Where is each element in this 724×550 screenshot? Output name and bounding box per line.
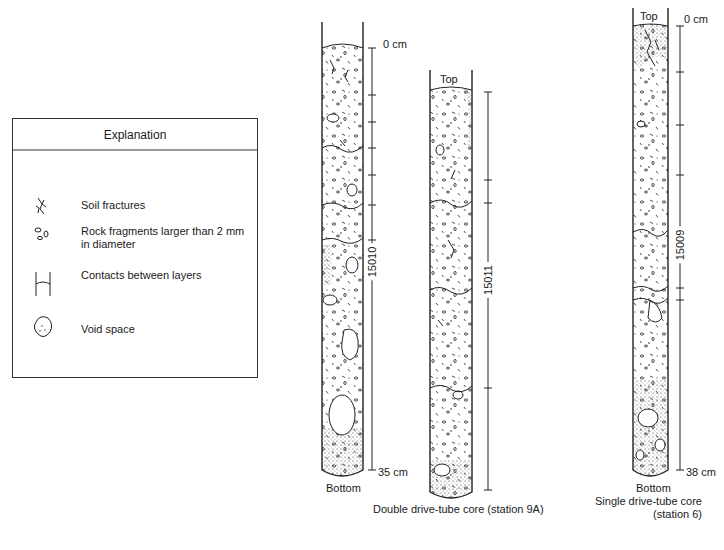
legend-box: ExplanationSoil fracturesRock fragments … [12, 118, 258, 378]
legend-text: Void space [81, 323, 246, 336]
legend-text: Contacts between layers [81, 269, 246, 282]
end-label: Top [440, 73, 458, 86]
sample-number: 15011 [482, 262, 495, 298]
sample-number: 15010 [366, 244, 379, 281]
sample-number: 15009 [674, 227, 687, 264]
end-label: Bottom [636, 482, 671, 495]
depth-label: 0 cm [383, 38, 407, 51]
depth-label: 0 cm [684, 13, 708, 26]
legend-heading: Explanation [13, 129, 257, 142]
depth-label: 38 cm [686, 466, 716, 479]
legend-text: Rock fragments larger than 2 mm in diame… [81, 225, 246, 251]
depth-label: 35 cm [378, 466, 408, 479]
core-caption: Single drive-tube core (station 6) [592, 495, 702, 521]
legend-text: Soil fractures [81, 199, 246, 212]
end-label: Bottom [326, 482, 361, 495]
end-label: Top [640, 10, 658, 23]
core-caption: Double drive-tube core (station 9A) [373, 503, 544, 516]
